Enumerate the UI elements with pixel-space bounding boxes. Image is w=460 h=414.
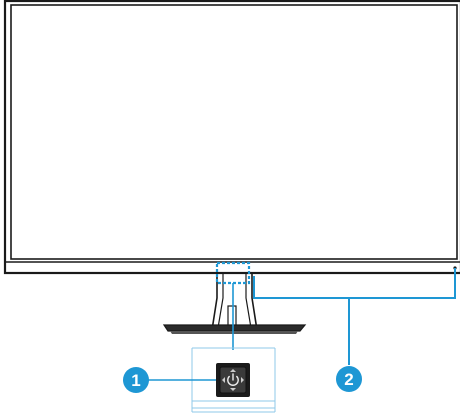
stand-neck-left [211, 274, 218, 331]
callout-number-2: 2 [344, 370, 353, 389]
monitor [3, 0, 460, 275]
stand-neck-right [251, 274, 258, 331]
callout-badge-2: 2 [336, 366, 362, 392]
power-button [216, 363, 250, 397]
callout-number-1: 1 [131, 371, 140, 390]
monitor-outer-bezel [3, 0, 460, 275]
monitor-screen [10, 4, 458, 260]
stand-base [162, 324, 307, 332]
monitor-stand [162, 274, 307, 334]
leader-line-2 [253, 268, 456, 299]
power-icon [227, 373, 239, 386]
callout-badge-1: 1 [123, 367, 149, 393]
magnified-inset [191, 347, 276, 413]
